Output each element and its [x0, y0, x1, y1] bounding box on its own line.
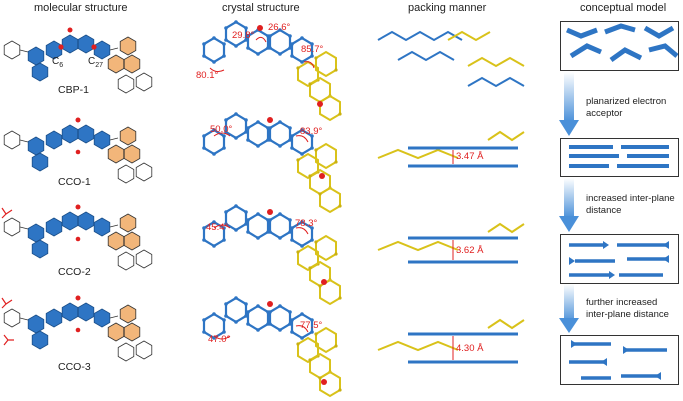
- distance-cco-2: 3.62 Å: [456, 245, 484, 256]
- tilted-stacking-diagram: [566, 23, 679, 63]
- angle-cco-2-a: 45.4°: [206, 222, 229, 233]
- angle-arcs-cco-3: [213, 325, 309, 340]
- tert-butyl-group: [1, 207, 13, 219]
- packing-cco-3: [377, 318, 525, 364]
- ring-oxygen: [75, 327, 81, 333]
- model-box-cco-2: [560, 234, 679, 284]
- distance-cco-1: 3.47 Å: [456, 151, 484, 162]
- oxygen-atom: [267, 117, 273, 123]
- carbonyl-oxygen: [75, 204, 81, 210]
- oxygen-atom: [267, 301, 273, 307]
- step-label-1: planarized electron acceptor: [586, 96, 667, 119]
- arrow-down-icon: [559, 284, 579, 333]
- angle-cco-3-a: 47.0°: [208, 334, 231, 345]
- packing-cco-1: [377, 130, 525, 168]
- angle-cco-1-b: 83.9°: [300, 126, 323, 137]
- angle-cco-1-a: 50.0°: [210, 124, 233, 135]
- angle-cbp-1-d: 80.1°: [196, 70, 219, 81]
- angle-cbp-1-b: 26.6°: [268, 22, 291, 33]
- crystal-cco-3: [202, 296, 341, 396]
- angle-arcs-cbp-1: [209, 36, 315, 73]
- spaced-stacking-diagram: [569, 241, 669, 279]
- molecule-name-cco-1: CCO-1: [58, 176, 91, 188]
- oxygen-atom: [257, 25, 263, 31]
- atom-label-c6: C6: [52, 56, 64, 69]
- angle-cbp-1-c: 85.7°: [301, 44, 324, 55]
- oxygen-atom: [267, 209, 273, 215]
- arrow-down-icon: [559, 178, 579, 232]
- widely-spaced-stacking-diagram: [569, 340, 667, 380]
- oxygen-atom: [319, 173, 325, 179]
- step-label-2: increased inter-plane distance: [586, 193, 675, 216]
- model-box-cbp-1: [560, 21, 679, 71]
- oxygen-atom: [321, 279, 327, 285]
- molecular-structures-panel: [1, 27, 175, 401]
- angle-cco-3-b: 77.5°: [300, 320, 323, 331]
- crystal-structures-panel: [190, 0, 365, 401]
- angle-cco-2-b: 78.3°: [295, 218, 318, 229]
- tight-stacking-diagram: [569, 145, 669, 168]
- angle-cbp-1-a: 29.8°: [232, 30, 255, 41]
- ring-oxygen: [75, 149, 81, 155]
- distance-cco-3: 4.30 Å: [456, 343, 484, 354]
- angle-arcs-cco-2: [213, 224, 309, 235]
- header-molecular-structure: molecular structure: [34, 2, 128, 14]
- carbonyl-oxygen: [75, 295, 81, 301]
- progression-arrows: [559, 72, 579, 333]
- ring-oxygen: [75, 236, 81, 242]
- tert-butyl-groups: [1, 297, 14, 346]
- crystal-cco-2: [202, 204, 341, 304]
- molecule-name-cbp-1: CBP-1: [58, 84, 89, 96]
- header-conceptual-model: conceptual model: [580, 2, 667, 14]
- carbonyl-oxygen: [75, 117, 81, 123]
- packing-cco-2: [377, 222, 525, 264]
- header-crystal-structure: crystal structure: [222, 2, 300, 14]
- arrow-down-icon: [559, 72, 579, 136]
- oxygen-atom: [321, 379, 327, 385]
- angle-arcs-cco-1: [213, 132, 309, 143]
- header-packing-manner: packing manner: [408, 2, 487, 14]
- atom-c6-marker: [58, 44, 64, 50]
- model-box-cco-3: [560, 335, 679, 385]
- molecule-name-cco-2: CCO-2: [58, 266, 91, 278]
- atom-c27-marker: [91, 44, 97, 50]
- molecule-name-cco-3: CCO-3: [58, 361, 91, 373]
- carbonyl-oxygen: [67, 27, 73, 33]
- model-box-cco-1: [560, 138, 679, 177]
- packing-panel: [377, 30, 525, 364]
- atom-label-c27: C27: [88, 56, 104, 69]
- oxygen-atom: [317, 101, 323, 107]
- step-label-3: further increased inter-plane distance: [586, 297, 669, 320]
